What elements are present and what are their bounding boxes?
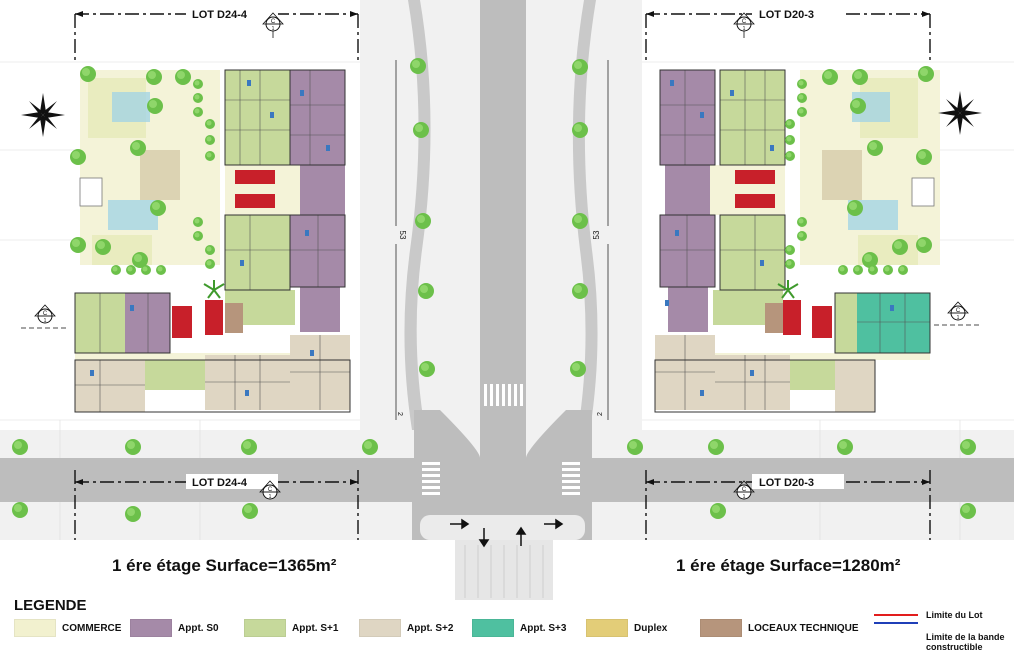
legend-swatch: [244, 619, 286, 637]
legend-swatch: [359, 619, 401, 637]
section-marker: C 1: [733, 12, 755, 38]
section-marker: C 1: [262, 12, 284, 38]
section-marker: C 1: [733, 480, 755, 500]
lot-label-bottom-left: LOT D24-4: [192, 477, 248, 489]
legend-swatch: [586, 619, 628, 637]
lot-dimension-lines: [74, 13, 931, 540]
section-marker: C 1: [934, 301, 982, 326]
traffic-arrows: [450, 518, 564, 548]
technical-room: [735, 170, 775, 184]
legend-title: LEGENDE: [14, 597, 87, 614]
technical-room: [235, 170, 275, 184]
svg-text:1: 1: [743, 494, 746, 500]
svg-text:C: C: [43, 311, 48, 317]
compass-icon: [21, 93, 65, 137]
limit-band-label: Limite de la bande constructible: [926, 632, 1005, 652]
street-width-label: 53: [398, 231, 407, 240]
palm-icon: [203, 280, 799, 299]
limit-band-line: [874, 622, 918, 624]
legend-swatch: [700, 619, 742, 637]
legend-item-technical: LOCEAUX TECHNIQUE: [700, 619, 859, 637]
limit-lot-label: Limite du Lot: [926, 610, 983, 620]
svg-text:C: C: [742, 19, 747, 25]
lot-label-top-right: LOT D20-3: [759, 9, 814, 21]
svg-text:C: C: [268, 487, 273, 493]
svg-text:1: 1: [272, 26, 275, 32]
surface-label-right: 1 ére étage Surface=1280m²: [676, 556, 901, 575]
svg-text:C: C: [956, 308, 961, 314]
crosswalks: [422, 384, 580, 495]
surface-label-left: 1 ére étage Surface=1365m²: [112, 556, 337, 575]
legend-item-appt-s3: Appt. S+3: [472, 619, 566, 637]
compass-icon: [938, 91, 982, 135]
lot-label-top-left: LOT D24-4: [192, 9, 248, 21]
technical-room: [172, 306, 192, 338]
left-side-lane: [404, 0, 431, 430]
section-marker: C 1: [21, 304, 69, 329]
offset-label: 2: [597, 412, 604, 416]
legend-item-appt-s0: Appt. S0: [130, 619, 219, 637]
svg-text:1: 1: [44, 318, 47, 324]
legend-swatch: [472, 619, 514, 637]
limit-lot-line: [874, 614, 918, 616]
legend-item-appt-s1: Appt. S+1: [244, 619, 338, 637]
legend-swatch: [14, 619, 56, 637]
svg-text:1: 1: [957, 315, 960, 321]
svg-text:1: 1: [743, 26, 746, 32]
technical-room: [735, 194, 775, 208]
svg-text:1: 1: [269, 494, 272, 500]
lot-label-bottom-right: LOT D20-3: [759, 477, 814, 489]
section-marker: C 1: [259, 480, 281, 500]
technical-room: [235, 194, 275, 208]
street-width-label: 53: [592, 230, 601, 239]
svg-text:C: C: [742, 487, 747, 493]
appt-s3-block: [857, 293, 930, 353]
junction: [396, 410, 610, 540]
offset-label: 2: [396, 412, 403, 416]
legend-item-duplex: Duplex: [586, 619, 667, 637]
legend-swatch: [130, 619, 172, 637]
legend-item-appt-s2: Appt. S+2: [359, 619, 453, 637]
svg-text:C: C: [271, 19, 276, 25]
legend-item-commerce: COMMERCE: [14, 619, 121, 637]
